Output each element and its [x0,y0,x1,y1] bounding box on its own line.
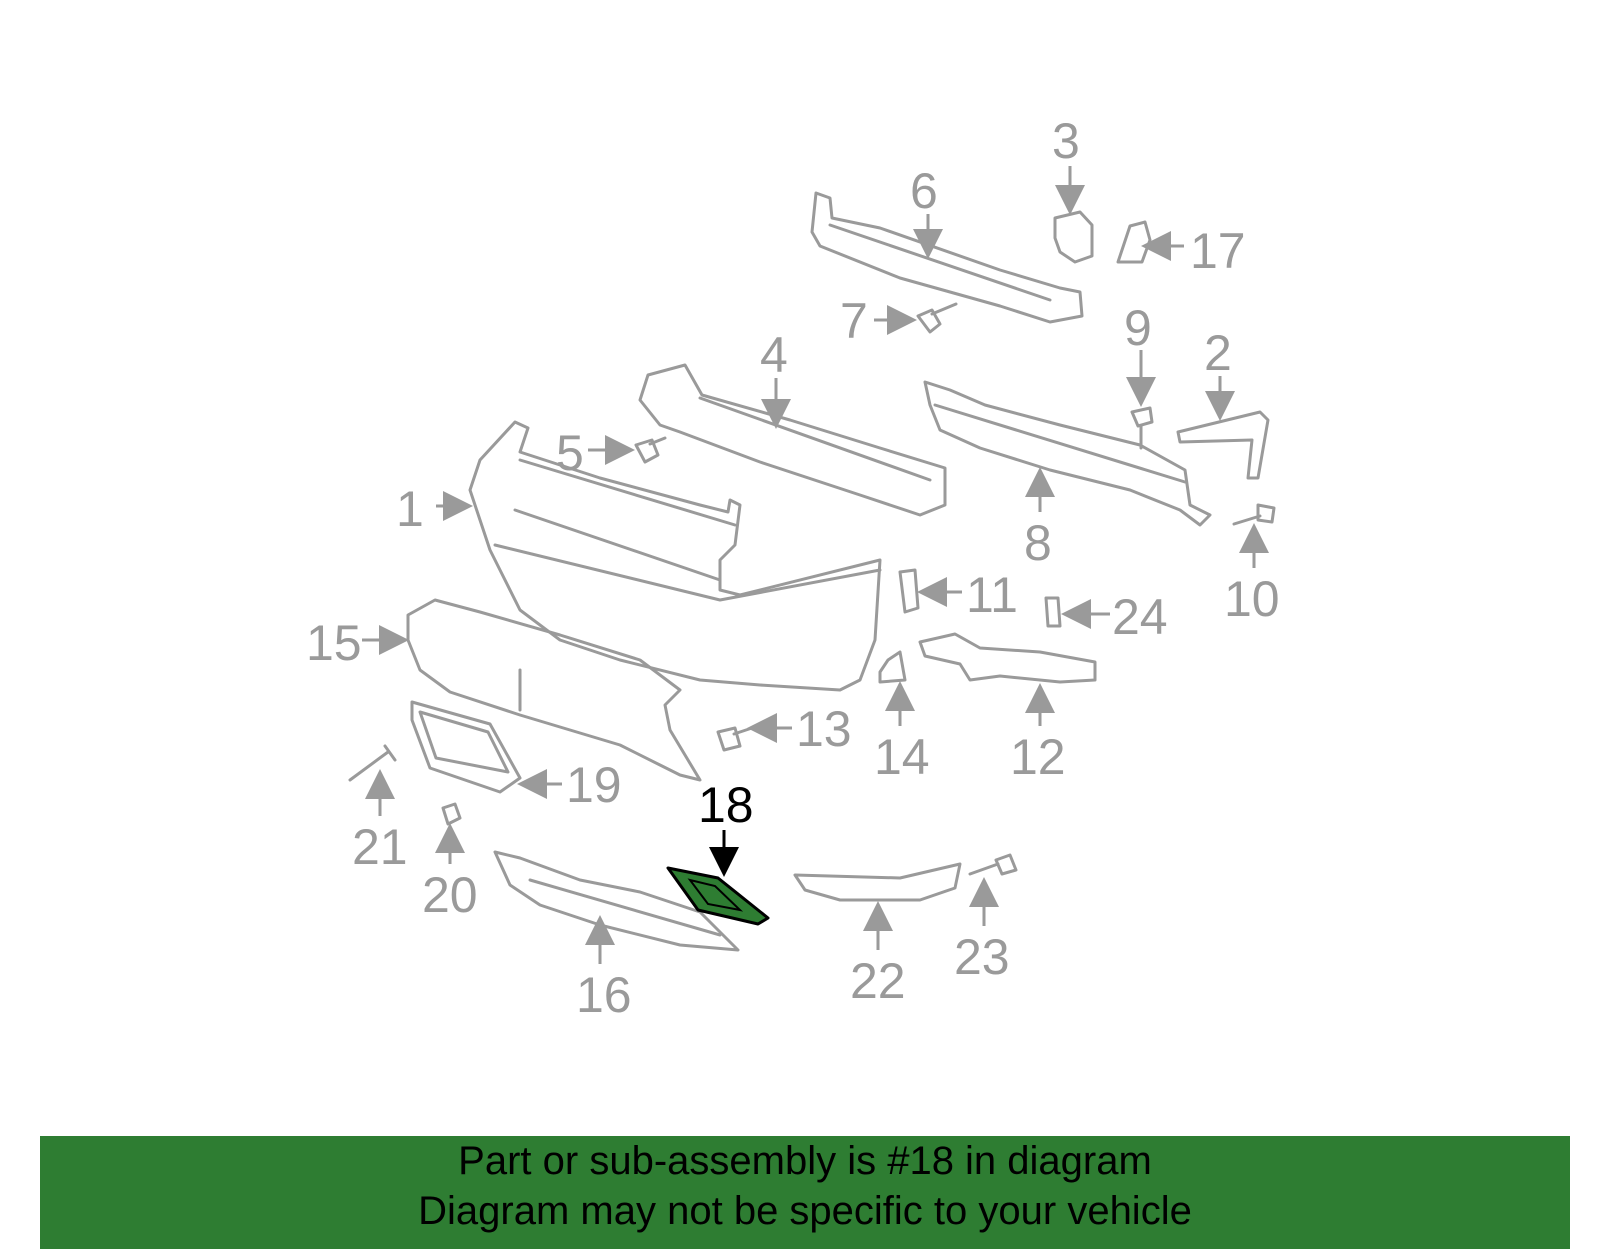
callout-6: 6 [910,163,938,219]
part-22-shape [793,862,962,902]
callout-19: 19 [566,757,622,813]
part-15-shape [406,598,702,782]
callout-11: 11 [966,567,1018,623]
part-9-shape [1130,406,1154,450]
callout-16: 16 [576,967,632,1023]
callout-21: 21 [352,819,408,875]
callout-10: 10 [1224,571,1280,627]
callout-4: 4 [760,327,788,383]
part-16-shape [493,850,740,952]
part-3-shape [1053,210,1094,264]
callout-1: 1 [396,481,424,537]
part-7-shape [916,302,958,334]
part-17-shape [1116,220,1152,264]
part-6-shape [810,191,1084,324]
part-11-shape [898,568,920,614]
info-banner-line-1: Part or sub-assembly is #18 in diagram [458,1139,1152,1183]
callout-20: 20 [422,867,478,923]
callout-12: 12 [1010,729,1066,785]
part-12-shape [918,632,1097,684]
part-1-shape [468,420,882,692]
info-banner-line-2: Diagram may not be specific to your vehi… [418,1189,1192,1233]
callout-8: 8 [1024,515,1052,571]
callout-7: 7 [840,293,868,349]
part-23-shape [968,853,1018,876]
callout-3: 3 [1052,113,1080,169]
info-banner: Part or sub-assembly is #18 in diagram D… [40,1136,1570,1249]
part-18-shape [666,866,770,926]
callout-17: 17 [1190,223,1246,279]
callout-arrows [362,166,1269,964]
callout-2: 2 [1204,325,1232,381]
callout-18-highlighted: 18 [698,777,754,833]
callout-13: 13 [796,701,852,757]
callout-23: 23 [954,929,1010,985]
part-5-shape [634,436,667,464]
callout-5: 5 [556,425,584,481]
callout-15: 15 [306,615,362,671]
part-24-shape [1044,596,1062,628]
part-2-shape [1176,410,1270,480]
part-8-shape [923,380,1212,527]
callout-labels: 3 6 17 7 4 5 1 9 2 8 10 11 24 15 12 14 1… [306,113,1280,1023]
part-10-shape [1232,503,1276,526]
callout-22: 22 [850,953,906,1009]
part-14-shape [878,650,907,684]
part-20-shape [441,802,462,826]
callout-24: 24 [1112,589,1168,645]
part-4-shape [638,363,947,517]
part-21-shape [348,744,397,782]
callout-9: 9 [1124,300,1152,356]
part-13-shape [716,726,754,752]
part-19-shape [410,700,522,794]
callout-14: 14 [874,729,930,785]
